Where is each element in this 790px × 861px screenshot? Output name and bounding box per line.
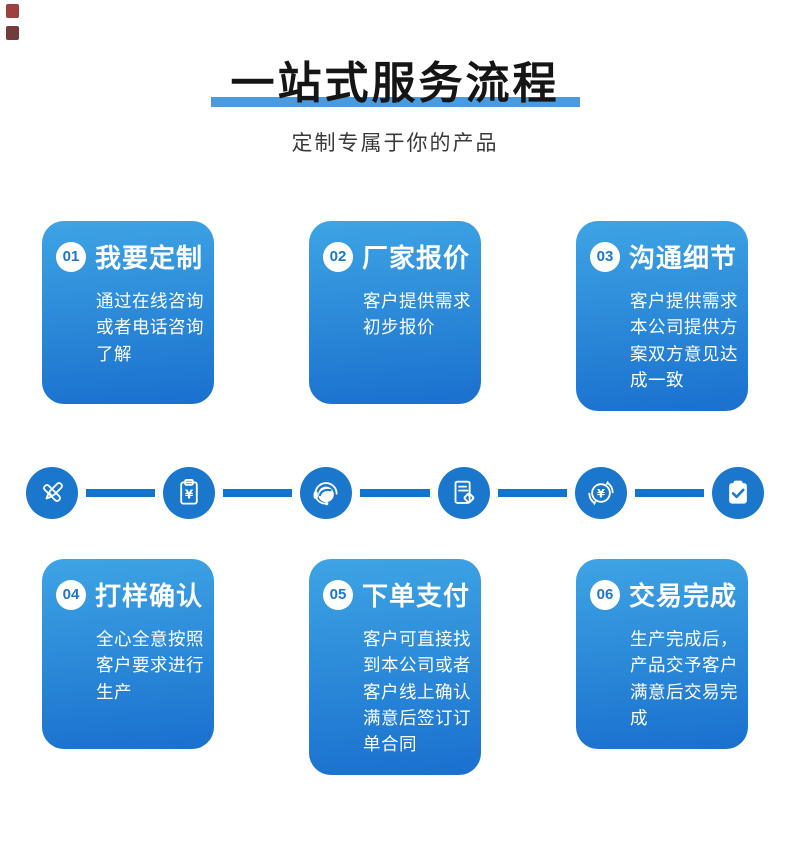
pen-ruler-icon <box>26 467 78 519</box>
step-title: 打样确认 <box>95 581 204 611</box>
step-number-badge: 03 <box>590 241 620 272</box>
svg-text:¥: ¥ <box>597 486 605 500</box>
connector-line <box>497 489 567 497</box>
connector-line <box>86 489 156 497</box>
step-card-4: 04 打样确认 全心全意按照客户要求进行生产 <box>42 559 214 749</box>
steps-row-bottom: 04 打样确认 全心全意按照客户要求进行生产 05 下单支付 客户可直接找到本公… <box>0 559 790 776</box>
step-title: 交易完成 <box>629 581 738 611</box>
header: 一站式服务流程 定制专属于你的产品 <box>0 0 790 157</box>
process-icon-row: ¥ ¥ <box>0 467 790 519</box>
step-card-6: 06 交易完成 生产完成后，产品交予客户满意后交易完成 <box>576 559 748 749</box>
step-card-5: 05 下单支付 客户可直接找到本公司或者客户线上确认满意后签订订单合同 <box>309 559 481 776</box>
corner-artifact <box>6 4 19 18</box>
step-description: 客户提供需求本公司提供方案双方意见达成一致 <box>630 291 738 390</box>
step-number-badge: 04 <box>56 579 86 610</box>
connector-line <box>360 489 430 497</box>
step-title: 厂家报价 <box>362 243 471 273</box>
step-description: 通过在线咨询或者电话咨询了解 <box>96 291 204 364</box>
step-number-badge: 06 <box>590 579 620 610</box>
currency-cycle-icon: ¥ <box>574 467 627 519</box>
step-title: 下单支付 <box>362 581 471 611</box>
step-card-1: 01 我要定制 通过在线咨询或者电话咨询了解 <box>42 221 214 404</box>
step-card-2: 02 厂家报价 客户提供需求初步报价 <box>309 221 481 404</box>
title-underline-bar <box>210 97 580 107</box>
steps-row-top: 01 我要定制 通过在线咨询或者电话咨询了解 02 厂家报价 客户提供需求初步报… <box>0 221 790 411</box>
customer-service-icon <box>300 467 353 519</box>
connector-line <box>223 489 293 497</box>
invoice-yen-icon: ¥ <box>163 467 216 519</box>
page-title: 一站式服务流程 <box>230 59 560 108</box>
step-title: 沟通细节 <box>629 243 738 273</box>
connector-line <box>634 489 705 497</box>
step-number-badge: 01 <box>56 241 86 272</box>
step-description: 生产完成后，产品交予客户满意后交易完成 <box>630 629 738 728</box>
corner-artifact <box>6 26 19 40</box>
step-card-3: 03 沟通细节 客户提供需求本公司提供方案双方意见达成一致 <box>576 221 748 411</box>
step-description: 全心全意按照客户要求进行生产 <box>96 629 204 702</box>
clipboard-check-icon <box>712 467 765 519</box>
document-tag-icon <box>437 467 490 519</box>
step-number-badge: 02 <box>323 241 353 272</box>
page-subtitle: 定制专属于你的产品 <box>291 132 499 155</box>
step-description: 客户可直接找到本公司或者客户线上确认满意后签订订单合同 <box>363 629 471 754</box>
step-title: 我要定制 <box>95 243 204 273</box>
svg-text:¥: ¥ <box>185 487 194 501</box>
step-description: 客户提供需求初步报价 <box>363 291 471 338</box>
step-number-badge: 05 <box>323 579 353 610</box>
